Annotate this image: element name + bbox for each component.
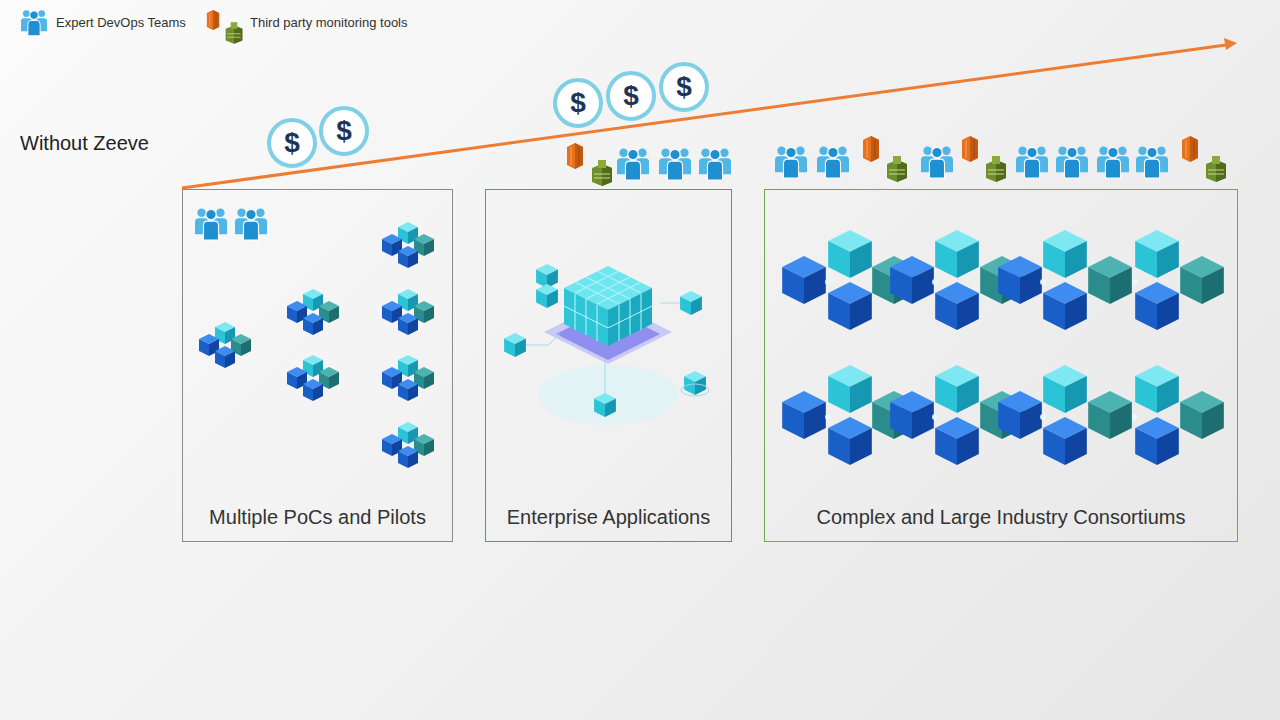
- dollar-sign: $: [322, 109, 366, 153]
- dollar-sign: $: [270, 121, 314, 165]
- poc-clusters: [199, 222, 434, 468]
- trend-arrow: [182, 45, 1226, 188]
- dollar-sign: $: [556, 81, 600, 125]
- box-title: Complex and Large Industry Consortiums: [765, 505, 1237, 529]
- people-icon: [21, 10, 47, 36]
- monitor-icon: [226, 22, 243, 44]
- consortium-chains: [782, 230, 1224, 465]
- row-label: Without Zeeve: [20, 130, 240, 156]
- box-title: Multiple PoCs and Pilots: [183, 505, 452, 529]
- dollar-sign: $: [609, 74, 653, 118]
- arrow-head: [1224, 38, 1237, 50]
- stage-box: Complex and Large Industry Consortiums: [764, 189, 1238, 542]
- dollar-sign: $: [662, 65, 706, 109]
- team-icons: [195, 136, 1226, 240]
- legend-text: Expert DevOps Teams: [56, 15, 186, 31]
- monitor-icon: [207, 10, 219, 30]
- box-title: Enterprise Applications: [486, 505, 731, 529]
- stage-box: Multiple PoCs and Pilots: [182, 189, 453, 542]
- enterprise-cube: [504, 264, 709, 425]
- stage-box: Enterprise Applications: [485, 189, 732, 542]
- legend-text: Third party monitoring tools: [250, 15, 408, 31]
